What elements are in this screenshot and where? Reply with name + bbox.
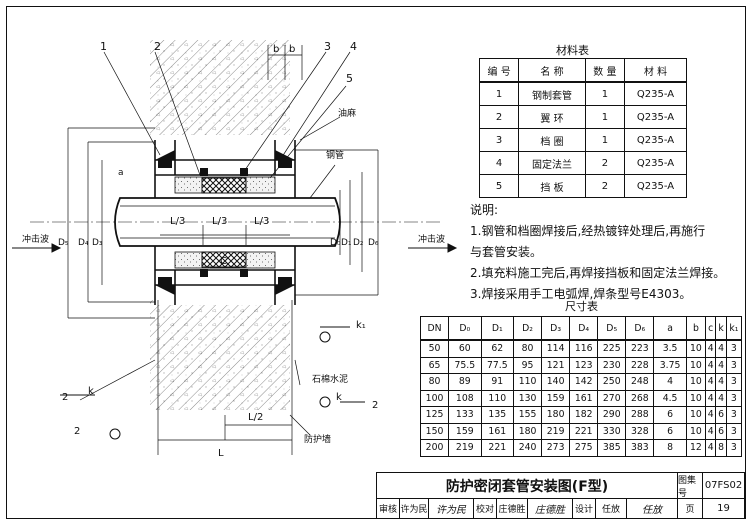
reviewer-label: 审核 [376, 498, 400, 519]
diam-d2: D₂ [353, 238, 364, 248]
oil-hemp-label: 油麻 [338, 109, 357, 119]
weld-2-bottom: 2 [74, 426, 81, 437]
reviewer-name: 许为民 [399, 498, 429, 519]
header-name: 名 称 [518, 58, 586, 83]
dim-l: L [218, 448, 224, 459]
checker-signature: 庄德胜 [527, 498, 573, 519]
lower-wall [150, 300, 290, 410]
diam-d0: D₀ [330, 238, 341, 248]
dim-c: C [220, 256, 227, 267]
diam-d6: D₆ [368, 238, 379, 248]
page-label: 页 [677, 498, 703, 519]
dim-a: a [118, 168, 124, 178]
asbestos-cement-label: 石棉水泥 [312, 375, 349, 385]
impact-arrows [12, 243, 458, 253]
l-dims [157, 300, 293, 455]
weld-symbols [60, 326, 365, 440]
dim-l2: L/2 [248, 412, 264, 423]
weld-2-left: 2 [62, 392, 69, 403]
l3-dims [160, 225, 290, 245]
dim-b-2: b [289, 44, 296, 55]
designer-label: 设计 [572, 498, 596, 519]
weld-k1: k₁ [356, 320, 366, 331]
notes: 说明: 1.钢管和档圈焊接后,经热镀锌处理后,再施行 与套管安装。 2.填充料施… [470, 200, 725, 305]
protective-wall-label: 防护墙 [304, 435, 332, 445]
top-dims [267, 45, 303, 80]
title-block: 防护密闭套管安装图(F型) 图集号 07FS02 审核 许为民 许为民 校对 庄… [376, 472, 745, 519]
diam-d1: D₁ [341, 238, 352, 248]
dim-b-1: b [273, 44, 280, 55]
checker-label: 校对 [473, 498, 497, 519]
steel-pipe [114, 197, 341, 247]
dimension-table-title: 尺寸表 [565, 300, 598, 313]
page-number: 19 [702, 498, 745, 519]
impact-right-label: 冲击波 [418, 235, 446, 245]
part-number-2: 2 [154, 40, 161, 53]
part-number-1: 1 [100, 40, 107, 53]
part-number-5: 5 [346, 72, 353, 85]
lower-packing [201, 251, 247, 268]
right-diameter-dims [295, 149, 379, 296]
designer-signature: 任放 [626, 498, 678, 519]
header-no: 编 号 [478, 58, 520, 83]
dim-l3-1: L/3 [170, 216, 186, 227]
note-line: 2.填充料施工完后,再焊接挡板和固定法兰焊接。 [470, 266, 726, 280]
drawing-title: 防护密闭套管安装图(F型) [376, 472, 678, 499]
header-qty: 数 量 [584, 58, 626, 83]
note-line: 3.焊接采用手工电弧焊,焊条型号E4303。 [470, 287, 692, 301]
weld-k-lower: k [336, 392, 342, 403]
upper-wall [150, 40, 290, 135]
reviewer-signature: 许为民 [428, 498, 474, 519]
material-table-title: 材料表 [556, 44, 589, 57]
note-line: 与套管安装。 [470, 245, 543, 259]
notes-title: 说明: [470, 203, 499, 217]
leader-lines [79, 51, 351, 436]
upper-packing [201, 177, 247, 194]
atlas-label: 图集号 [677, 472, 703, 499]
part-number-4: 4 [350, 40, 357, 53]
checker-name: 庄德胜 [496, 498, 528, 519]
diam-d3: D₃ [92, 238, 103, 248]
steel-pipe-label: 钢管 [326, 151, 345, 161]
part-number-3: 3 [324, 40, 331, 53]
dim-l3-3: L/3 [254, 216, 270, 227]
material-table-header: 编 号 名 称 数 量 材 料 [478, 58, 687, 83]
designer-name: 任放 [595, 498, 627, 519]
diam-d4: D₄ [78, 238, 89, 248]
weld-2-right: 2 [372, 400, 379, 411]
header-material: 材 料 [624, 58, 687, 83]
dim-l3-2: L/3 [212, 216, 228, 227]
atlas-number: 07FS02 [702, 472, 745, 499]
weld-k-left: k [88, 386, 94, 397]
note-line: 1.钢管和档圈焊接后,经热镀锌处理后,再施行 [470, 224, 706, 238]
weld-blocks [155, 150, 295, 295]
impact-left-label: 冲击波 [22, 235, 50, 245]
diam-d5: D₅ [58, 238, 69, 248]
left-diameter-dims [67, 127, 155, 319]
